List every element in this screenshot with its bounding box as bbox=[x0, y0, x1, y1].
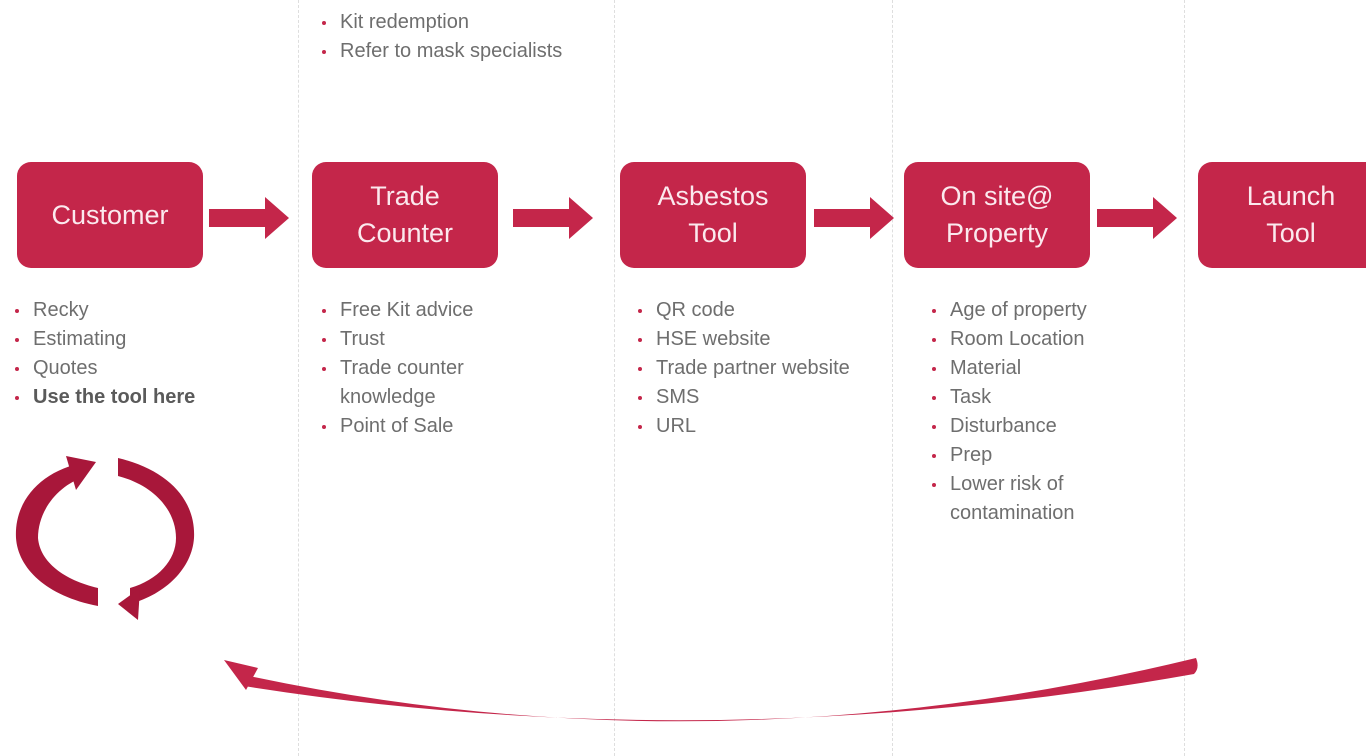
column-divider bbox=[1184, 0, 1185, 756]
list-item: Trust bbox=[318, 325, 518, 354]
column-divider bbox=[614, 0, 615, 756]
on-site-property-bullet-list: Age of property Room Location Material T… bbox=[928, 296, 1128, 528]
customer-bullet-list: Recky Estimating Quotes Use the tool her… bbox=[11, 296, 271, 412]
stage-label: Customer bbox=[51, 199, 169, 230]
list-item: Free Kit advice bbox=[318, 296, 518, 325]
trade-counter-bullet-list: Free Kit advice Trust Trade counter know… bbox=[318, 296, 518, 441]
stage-label: Trade bbox=[370, 181, 440, 211]
stage-label: On site@ bbox=[940, 181, 1054, 211]
stage-label: Property bbox=[945, 218, 1049, 248]
stage-asbestos-tool: Asbestos Tool bbox=[620, 162, 806, 268]
list-item: Task bbox=[928, 383, 1128, 412]
list-item: SMS bbox=[634, 383, 894, 412]
stage-label: Tool bbox=[688, 218, 738, 248]
list-item: Recky bbox=[11, 296, 271, 325]
list-item: Estimating bbox=[11, 325, 271, 354]
list-item: Point of Sale bbox=[318, 412, 518, 441]
list-item: Material bbox=[928, 354, 1128, 383]
stage-on-site-property: On site@ Property bbox=[904, 162, 1090, 268]
list-item: Disturbance bbox=[928, 412, 1128, 441]
list-item: URL bbox=[634, 412, 894, 441]
list-item: Prep bbox=[928, 441, 1128, 470]
stage-label: Tool bbox=[1266, 218, 1316, 248]
list-item: Trade counter knowledge bbox=[318, 354, 518, 412]
top-bullet-list: Kit redemption Refer to mask specialists bbox=[318, 8, 618, 66]
stage-label: Counter bbox=[356, 218, 454, 248]
list-item: QR code bbox=[634, 296, 894, 325]
right-arrow-icon bbox=[513, 197, 593, 239]
stage-label: Launch bbox=[1246, 181, 1336, 211]
stage-launch-tool: Launch Tool bbox=[1198, 162, 1366, 268]
right-arrow-icon bbox=[209, 197, 289, 239]
right-arrow-icon bbox=[814, 197, 894, 239]
stage-label: Asbestos bbox=[657, 181, 769, 211]
list-item: Age of property bbox=[928, 296, 1128, 325]
right-arrow-icon bbox=[1097, 197, 1177, 239]
stage-trade-counter: Trade Counter bbox=[312, 162, 498, 268]
column-divider bbox=[892, 0, 893, 756]
list-item: Kit redemption bbox=[318, 8, 618, 37]
list-item: Quotes bbox=[11, 354, 271, 383]
list-item: Trade partner website bbox=[634, 354, 894, 383]
stage-customer: Customer bbox=[17, 162, 203, 268]
list-item: Room Location bbox=[928, 325, 1128, 354]
column-divider bbox=[298, 0, 299, 756]
list-item: HSE website bbox=[634, 325, 894, 354]
list-item: Use the tool here bbox=[11, 383, 271, 412]
asbestos-tool-bullet-list: QR code HSE website Trade partner websit… bbox=[634, 296, 894, 441]
list-item: Lower risk of contamination bbox=[928, 470, 1128, 528]
list-item: Refer to mask specialists bbox=[318, 37, 618, 66]
